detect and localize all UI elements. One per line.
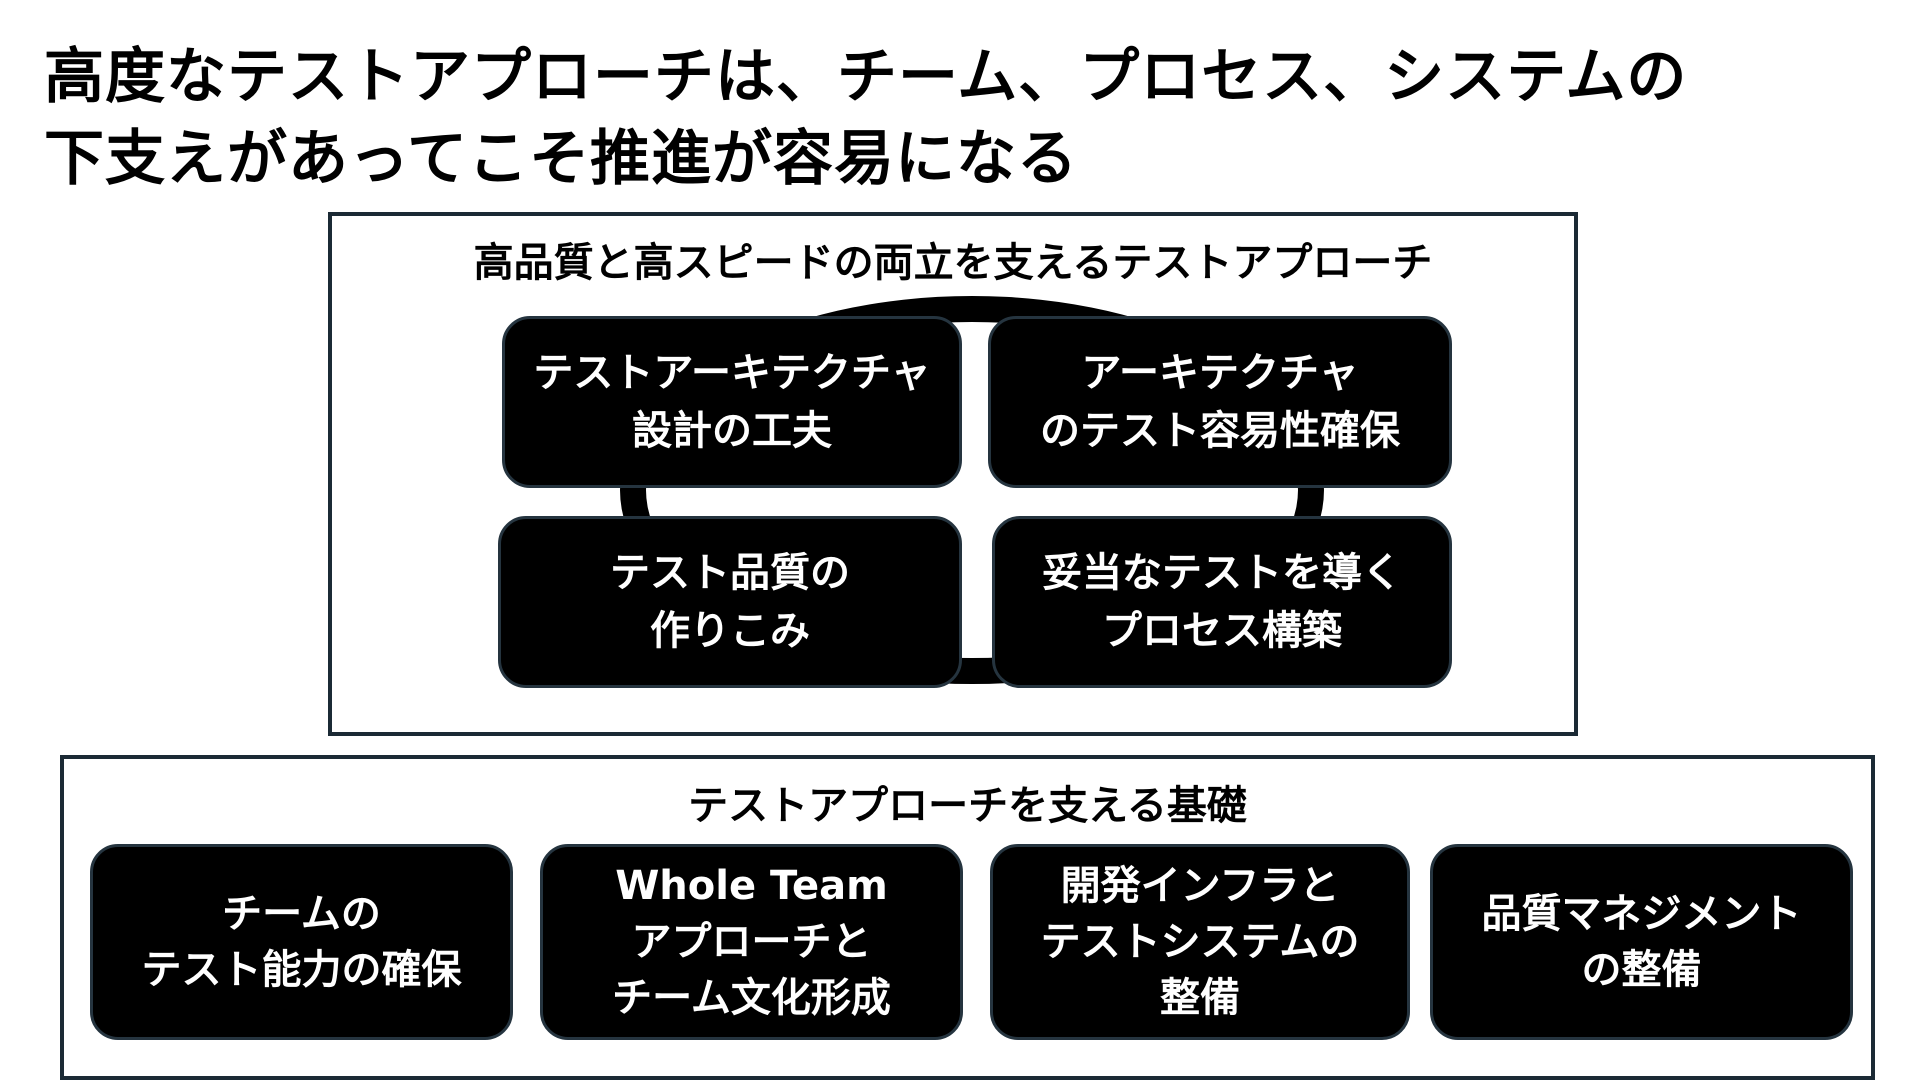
foundation-box-line: チーム文化形成 xyxy=(612,975,891,1021)
foundation-box-team-capability: チームの テスト能力の確保 xyxy=(90,844,513,1040)
foundation-box-whole-team: Whole Team アプローチと チーム文化形成 xyxy=(540,844,963,1040)
foundation-box-line: テストシステムの xyxy=(1040,919,1360,965)
slide-title-line-1: 高度なテストアプローチは、チーム、プロセス、システムの xyxy=(44,42,1688,112)
approach-box-line: プロセス構築 xyxy=(1102,608,1342,654)
approach-box-line: テスト品質の xyxy=(610,550,850,596)
approach-box-process: 妥当なテストを導く プロセス構築 xyxy=(992,516,1452,688)
foundation-box-line: アプローチと xyxy=(631,919,872,965)
foundation-panel-title: テストアプローチを支える基礎 xyxy=(688,783,1247,829)
foundation-box-line: 開発インフラと xyxy=(1060,863,1340,909)
foundation-box-line: 品質マネジメント xyxy=(1481,891,1802,937)
approach-box-line: 作りこみ xyxy=(650,608,810,654)
slide-title-line-2: 下支えがあってこそ推進が容易になる xyxy=(44,124,1078,194)
approach-panel-title: 高品質と高スピードの両立を支えるテストアプローチ xyxy=(473,240,1433,286)
foundation-box-line: Whole Team xyxy=(615,863,888,909)
foundation-box-quality-management: 品質マネジメント の整備 xyxy=(1430,844,1853,1040)
approach-box-line: アーキテクチャ xyxy=(1081,350,1359,396)
approach-box-line: 設計の工夫 xyxy=(632,408,832,454)
foundation-box-line: テスト能力の確保 xyxy=(141,947,462,993)
foundation-box-line: 整備 xyxy=(1160,975,1240,1021)
approach-box-test-architecture: テストアーキテクチャ 設計の工夫 xyxy=(502,316,962,488)
approach-box-testability: アーキテクチャ のテスト容易性確保 xyxy=(988,316,1452,488)
foundation-box-infrastructure: 開発インフラと テストシステムの 整備 xyxy=(990,844,1410,1040)
foundation-box-line: チームの xyxy=(222,891,381,937)
approach-box-line: テストアーキテクチャ xyxy=(533,350,931,396)
approach-box-test-quality: テスト品質の 作りこみ xyxy=(498,516,962,688)
approach-box-line: のテスト容易性確保 xyxy=(1040,408,1400,454)
approach-box-line: 妥当なテストを導く xyxy=(1042,550,1402,596)
foundation-box-line: の整備 xyxy=(1581,947,1702,993)
slide-title: 高度なテストアプローチは、チーム、プロセス、システムの 下支えがあってこそ推進が… xyxy=(44,36,1884,200)
